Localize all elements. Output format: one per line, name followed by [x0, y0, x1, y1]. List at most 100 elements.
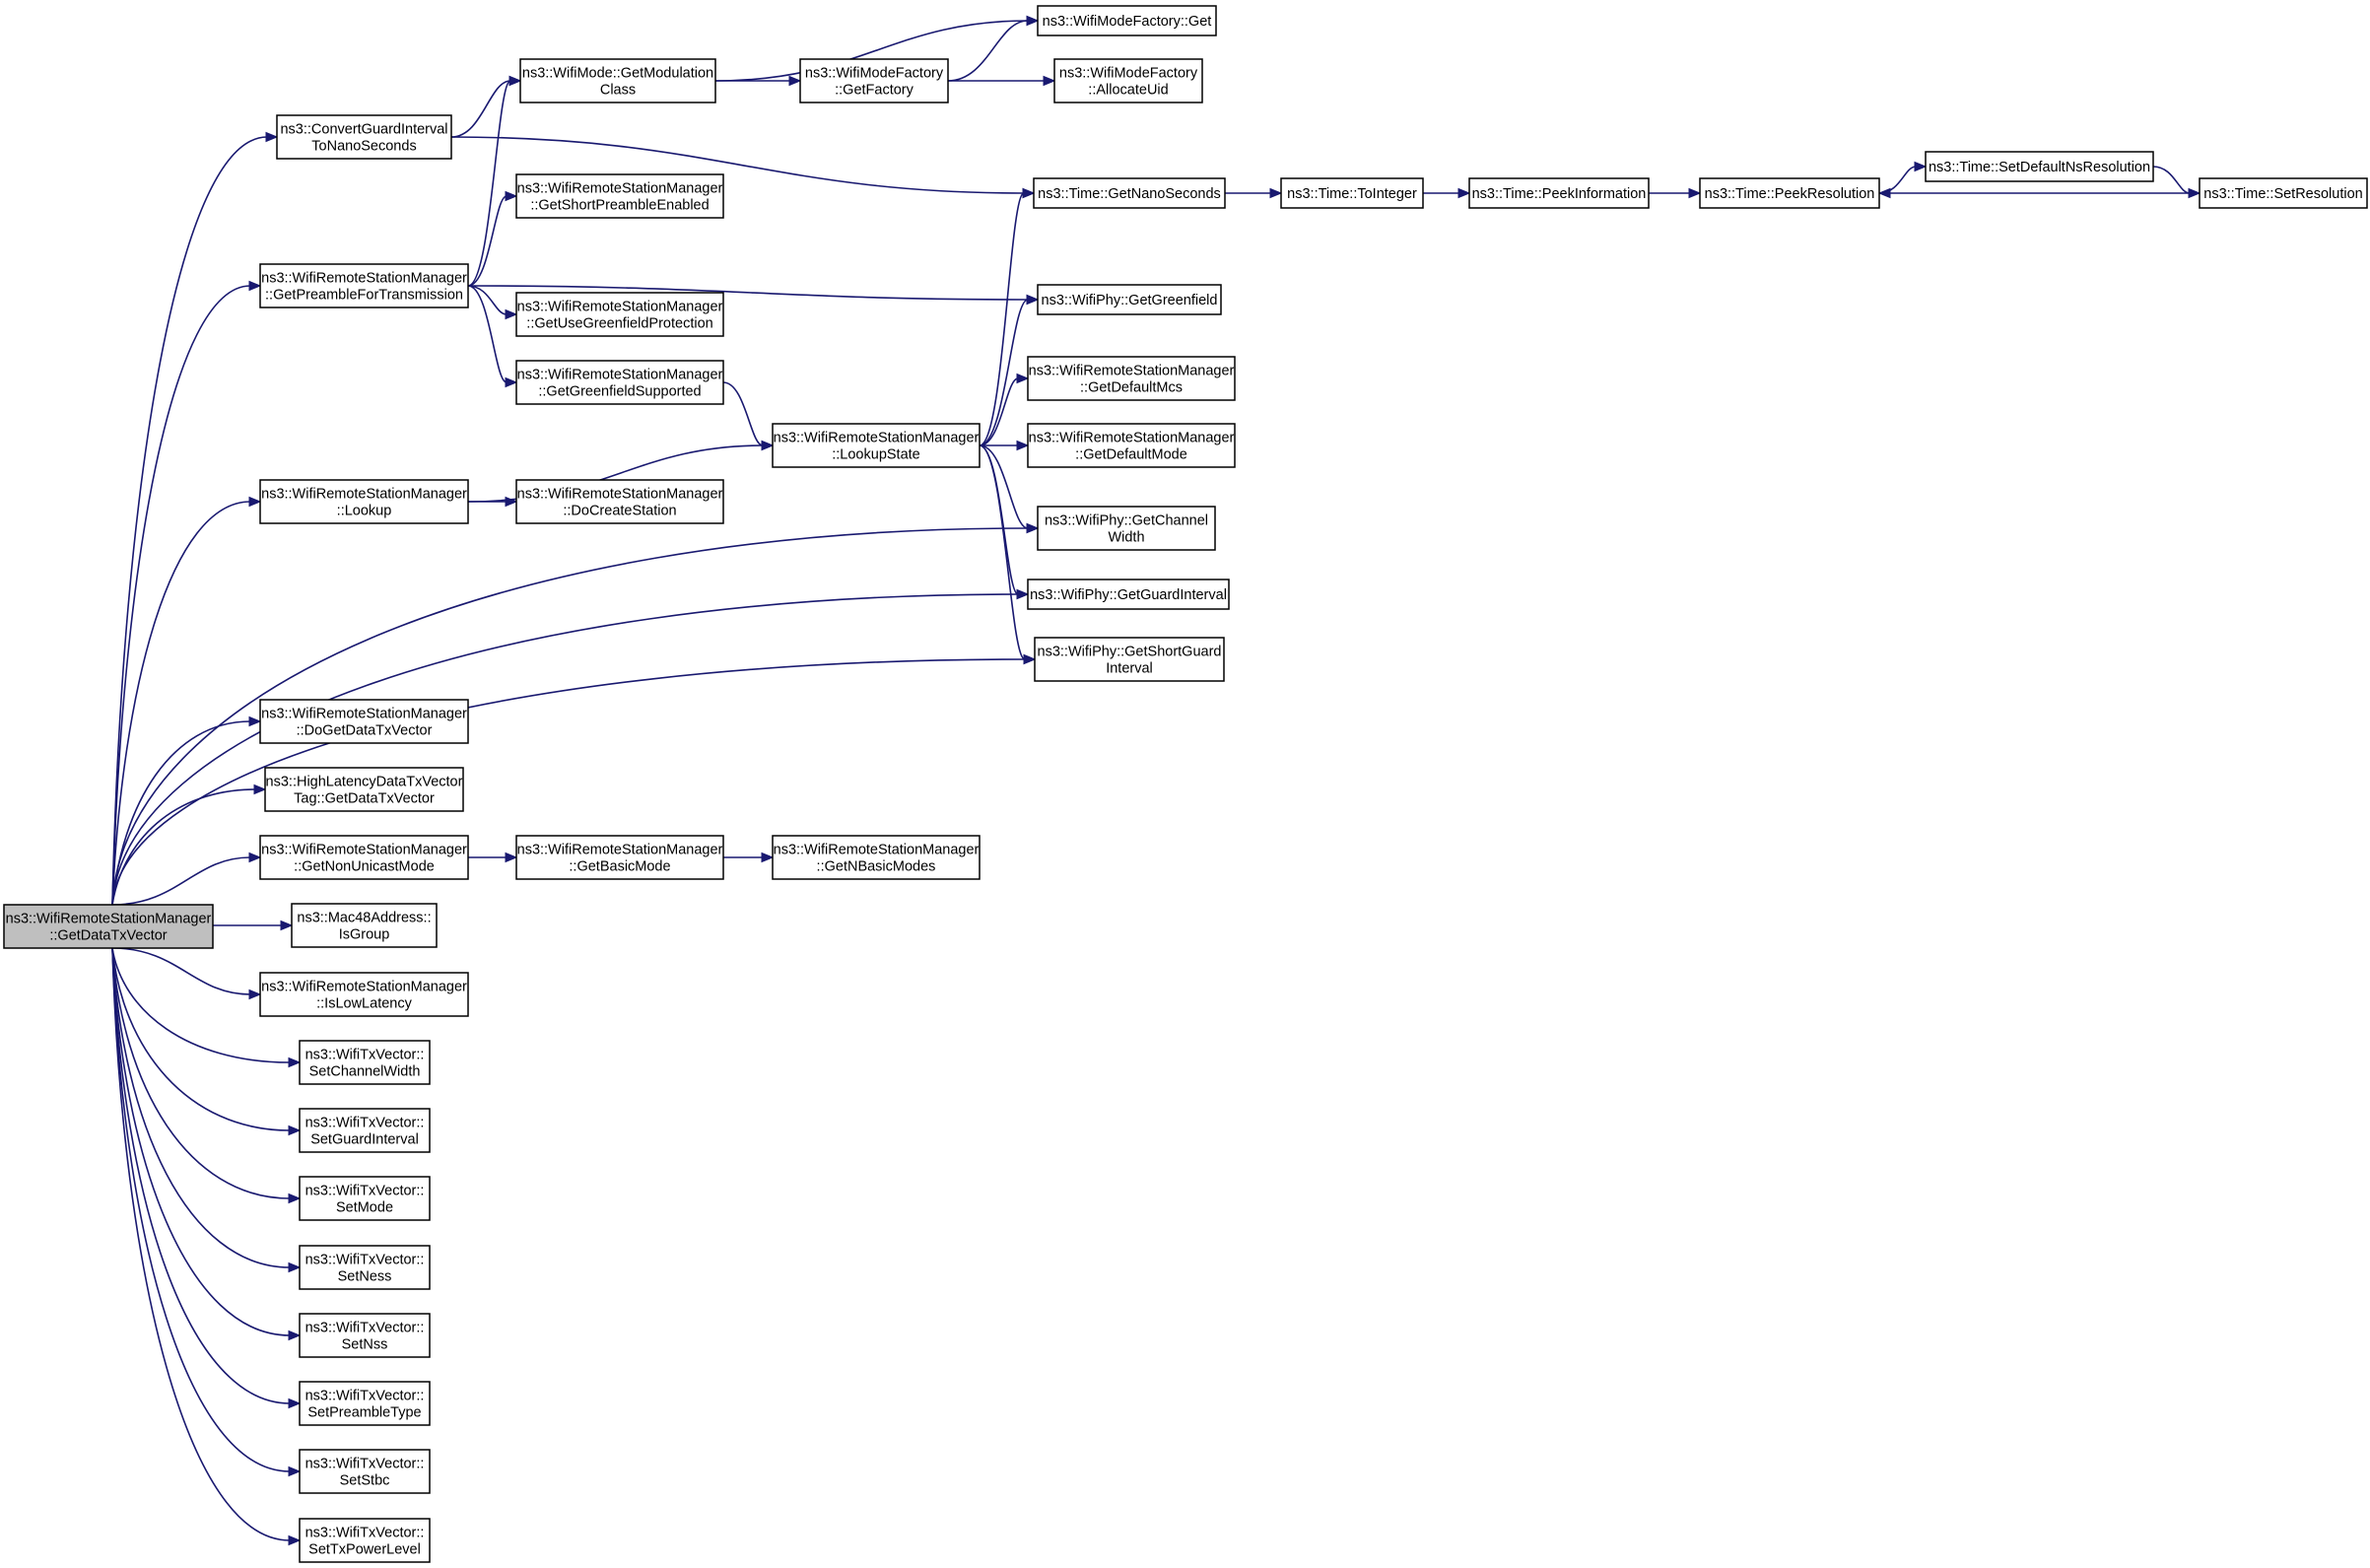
- node-label-line: ns3::WifiMode::GetModulation: [522, 66, 713, 82]
- node-tsr[interactable]: ns3::Time::SetResolution: [2199, 177, 2368, 209]
- node-box: [1037, 506, 1216, 551]
- node-islow[interactable]: ns3::WifiRemoteStationManager::IsLowLate…: [259, 972, 469, 1017]
- edge-line: [111, 947, 291, 1472]
- node-scw[interactable]: ns3::WifiTxVector::SetChannelWidth: [299, 1040, 431, 1085]
- node-box: [1925, 151, 2154, 182]
- edge-ls-to-gdmode: [980, 440, 1030, 451]
- edge-arrowhead: [288, 1534, 302, 1546]
- node-hldtv[interactable]: ns3::HighLatencyDataTxVectorTag::GetData…: [264, 767, 464, 812]
- node-label-line: ::DoCreateStation: [563, 504, 676, 519]
- node-label-line: SetNss: [342, 1337, 388, 1353]
- edge-line: [111, 136, 268, 906]
- node-box: [515, 173, 724, 219]
- node-gbm[interactable]: ns3::WifiRemoteStationManager::GetBasicM…: [515, 835, 724, 880]
- node-label-line: ns3::Time::PeekResolution: [1705, 186, 1875, 202]
- node-label-line: ::GetFactory: [835, 83, 914, 99]
- node-isgroup[interactable]: ns3::Mac48Address::IsGroup: [291, 903, 438, 948]
- edge-line: [111, 947, 291, 1131]
- edge-arrowhead: [248, 280, 262, 292]
- node-box: [1027, 423, 1236, 468]
- node-gpt[interactable]: ns3::WifiRemoteStationManager::GetPreamb…: [259, 263, 469, 308]
- node-label-line: ::GetGreenfieldSupported: [538, 384, 701, 400]
- edge-arrowhead: [505, 496, 518, 508]
- node-label-line: ns3::Time::ToInteger: [1287, 186, 1417, 202]
- node-label-line: ns3::WifiPhy::GetGuardInterval: [1030, 587, 1227, 603]
- edge-line: [111, 720, 251, 906]
- node-label-line: ns3::Time::SetDefaultNsResolution: [1929, 160, 2150, 175]
- node-gdmcs[interactable]: ns3::WifiRemoteStationManager::GetDefaul…: [1027, 356, 1236, 401]
- node-wpgg[interactable]: ns3::WifiPhy::GetGreenfield: [1037, 284, 1222, 315]
- node-sgi[interactable]: ns3::WifiTxVector::SetGuardInterval: [299, 1108, 431, 1153]
- edge-lookup-to-docs: [467, 496, 518, 508]
- node-dogdtv[interactable]: ns3::WifiRemoteStationManager::DoGetData…: [259, 699, 469, 744]
- node-gnbm[interactable]: ns3::WifiRemoteStationManager::GetNBasic…: [772, 835, 981, 880]
- node-label-line: ns3::WifiTxVector::: [305, 1526, 425, 1541]
- node-stpl[interactable]: ns3::WifiTxVector::SetTxPowerLevel: [299, 1518, 431, 1563]
- edge-root-to-sgi: [111, 947, 302, 1136]
- node-snss[interactable]: ns3::WifiTxVector::SetNss: [299, 1313, 431, 1358]
- node-gugp[interactable]: ns3::WifiRemoteStationManager::GetUseGre…: [515, 292, 724, 337]
- node-box: [515, 360, 724, 405]
- node-tti[interactable]: ns3::Time::ToInteger: [1280, 177, 1424, 209]
- node-ggs[interactable]: ns3::WifiRemoteStationManager::GetGreenf…: [515, 360, 724, 405]
- node-wmfau[interactable]: ns3::WifiModeFactory::AllocateUid: [1053, 58, 1203, 103]
- node-tgns[interactable]: ns3::Time::GetNanoSeconds: [1033, 177, 1226, 209]
- node-box: [259, 263, 469, 308]
- node-root[interactable]: ns3::WifiRemoteStationManager::GetDataTx…: [3, 904, 214, 949]
- node-tpi[interactable]: ns3::Time::PeekInformation: [1468, 177, 1650, 209]
- node-smode[interactable]: ns3::WifiTxVector::SetMode: [299, 1176, 431, 1221]
- node-wmfget[interactable]: ns3::WifiModeFactory::Get: [1037, 5, 1217, 36]
- edge-ls-to-gdmcs: [979, 373, 1030, 446]
- edge-arrowhead: [288, 1466, 302, 1477]
- edge-line: [111, 593, 1019, 906]
- node-box: [1699, 177, 1880, 209]
- node-box: [299, 1245, 431, 1290]
- node-lookup[interactable]: ns3::WifiRemoteStationManager::Lookup: [259, 479, 469, 524]
- edge-arrowhead: [1026, 15, 1040, 27]
- node-sstbc[interactable]: ns3::WifiTxVector::SetStbc: [299, 1449, 431, 1494]
- node-gdmode[interactable]: ns3::WifiRemoteStationManager::GetDefaul…: [1027, 423, 1236, 468]
- node-box: [515, 835, 724, 880]
- node-tsdnr[interactable]: ns3::Time::SetDefaultNsResolution: [1925, 151, 2154, 182]
- edge-arrowhead: [288, 1125, 302, 1136]
- edge-line: [467, 285, 508, 383]
- node-ls[interactable]: ns3::WifiRemoteStationManager::LookupSta…: [772, 423, 981, 468]
- node-gnum[interactable]: ns3::WifiRemoteStationManager::GetNonUni…: [259, 835, 469, 880]
- edge-line: [979, 444, 1019, 595]
- node-sness[interactable]: ns3::WifiTxVector::SetNess: [299, 1245, 431, 1290]
- edge-ls-to-wpgsgi: [979, 444, 1037, 665]
- edge-gpt-to-ggs: [467, 285, 518, 388]
- node-label-line: ::GetDefaultMcs: [1080, 380, 1183, 396]
- node-wpggi[interactable]: ns3::WifiPhy::GetGuardInterval: [1027, 579, 1230, 610]
- edge-tsr-to-tpr: [1877, 187, 2200, 199]
- node-label-line: ns3::WifiRemoteStationManager: [1029, 364, 1235, 379]
- edge-line: [111, 947, 291, 1199]
- node-box: [1037, 284, 1222, 315]
- node-wmfgf[interactable]: ns3::WifiModeFactory::GetFactory: [799, 58, 949, 103]
- node-label-line: ns3::WifiTxVector::: [305, 1116, 425, 1131]
- node-box: [259, 972, 469, 1017]
- edge-arrowhead: [505, 376, 518, 388]
- node-label-line: Tag::GetDataTxVector: [294, 791, 435, 807]
- node-label-line: SetNess: [338, 1269, 392, 1285]
- node-box: [291, 903, 438, 948]
- node-label-line: ns3::WifiRemoteStationManager: [517, 368, 723, 383]
- node-label-line: ::AllocateUid: [1088, 83, 1168, 99]
- node-tpr[interactable]: ns3::Time::PeekResolution: [1699, 177, 1880, 209]
- edge-root-to-stpl: [111, 947, 302, 1546]
- edge-ls-to-wpgg: [979, 294, 1040, 446]
- node-label-line: SetMode: [336, 1200, 393, 1216]
- node-label-line: ns3::WifiTxVector::: [305, 1321, 425, 1336]
- node-spt[interactable]: ns3::WifiTxVector::SetPreambleType: [299, 1381, 431, 1426]
- node-docs[interactable]: ns3::WifiRemoteStationManager::DoCreateS…: [515, 479, 724, 524]
- node-gspe[interactable]: ns3::WifiRemoteStationManager::GetShortP…: [515, 173, 724, 219]
- edge-line: [979, 377, 1019, 446]
- edge-arrowhead: [505, 190, 518, 202]
- edge-arrowhead: [1016, 588, 1030, 600]
- node-box: [299, 1313, 431, 1358]
